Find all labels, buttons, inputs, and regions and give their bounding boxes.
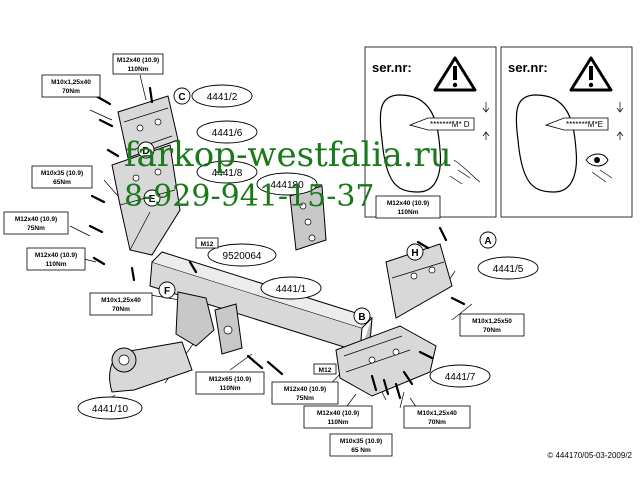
serial-code: *******M*E <box>566 120 603 129</box>
watermark-url: farkop-westfalia.ru <box>124 135 452 175</box>
torque-text: 110Nm <box>220 385 241 392</box>
letter-c: C <box>178 92 185 103</box>
torque-text: M12x40 (10.9) <box>387 200 429 207</box>
thread-label: M12 <box>201 241 214 248</box>
torque-text: 65 Nm <box>351 447 371 454</box>
torque-text: M12x40 (10.9) <box>317 410 359 417</box>
letter-d: D <box>142 146 149 157</box>
torque-text: 110Nm <box>398 209 419 216</box>
torque-text: M10x1,25x50 <box>472 318 512 325</box>
copyright-note: © 444170/05-03-2009/2 <box>547 451 632 460</box>
eye-icon <box>585 153 609 167</box>
serial-label: ser.nr: <box>508 60 548 75</box>
torque-text: M12x40 (10.9) <box>35 252 77 259</box>
torque-text: M12x40 (10.9) <box>15 216 57 223</box>
thread-labels: M12 M12 <box>195 237 337 375</box>
torque-text: M12x40 (10.9) <box>284 386 326 393</box>
part-label: 4441/2 <box>207 92 238 103</box>
torque-text: M12x65 (10.9) <box>209 376 251 383</box>
torque-text: 110Nm <box>46 261 67 268</box>
part-label: 4441/7 <box>445 372 476 383</box>
letter-callouts: C D E F H A B <box>137 87 497 325</box>
torque-text: 65Nm <box>53 179 71 186</box>
torque-text: 70Nm <box>62 88 80 95</box>
torque-text: M10x1,25x40 <box>51 79 91 86</box>
warning-icon <box>569 56 613 92</box>
torque-labels: M12x40 (10.9) 110Nm M10x1,25x40 70Nm M10… <box>3 53 525 457</box>
part-label: 4441/10 <box>92 404 129 415</box>
letter-f: F <box>164 286 170 297</box>
watermark-phone: 8-929-941-15-37 <box>124 179 375 214</box>
part-label: 4441/1 <box>276 284 307 295</box>
part-number-callouts: 4441/2 4441/6 4441/8 444180 9520064 4441… <box>77 84 539 420</box>
torque-text: 75Nm <box>27 225 45 232</box>
part-label: 4441/6 <box>212 128 243 139</box>
part-label: 444180 <box>270 180 304 191</box>
part-label: 4441/8 <box>212 168 243 179</box>
torque-text: M10x1,25x40 <box>101 297 141 304</box>
serial-label: ser.nr: <box>372 60 412 75</box>
thread-label: M12 <box>319 367 332 374</box>
torque-text: M10x35 (10.9) <box>340 438 382 445</box>
torque-text: 110Nm <box>328 419 349 426</box>
torque-text: 70Nm <box>112 306 130 313</box>
letter-h: H <box>411 248 418 259</box>
serial-panel-right: ser.nr: *******M*E <box>500 46 633 218</box>
watermark: farkop-westfalia.ru 8-929-941-15-37 <box>124 135 452 214</box>
torque-text: M10x35 (10.9) <box>41 170 83 177</box>
torque-text: M10x1,25x40 <box>417 410 457 417</box>
torque-text: M12x40 (10.9) <box>117 57 159 64</box>
serial-code: *******M* D <box>430 120 470 129</box>
part-label: 4441/5 <box>493 264 524 275</box>
part-label: 9520064 <box>223 251 262 262</box>
letter-e: E <box>149 194 156 205</box>
torque-text: 75Nm <box>296 395 314 402</box>
letter-b: B <box>358 312 365 323</box>
letter-a: A <box>484 236 491 247</box>
torque-text: 70Nm <box>428 419 446 426</box>
warning-icon <box>433 56 477 92</box>
torque-text: 110Nm <box>128 66 149 73</box>
serial-panel-left: ser.nr: *******M* D <box>364 46 497 218</box>
torque-text: 70Nm <box>483 327 501 334</box>
